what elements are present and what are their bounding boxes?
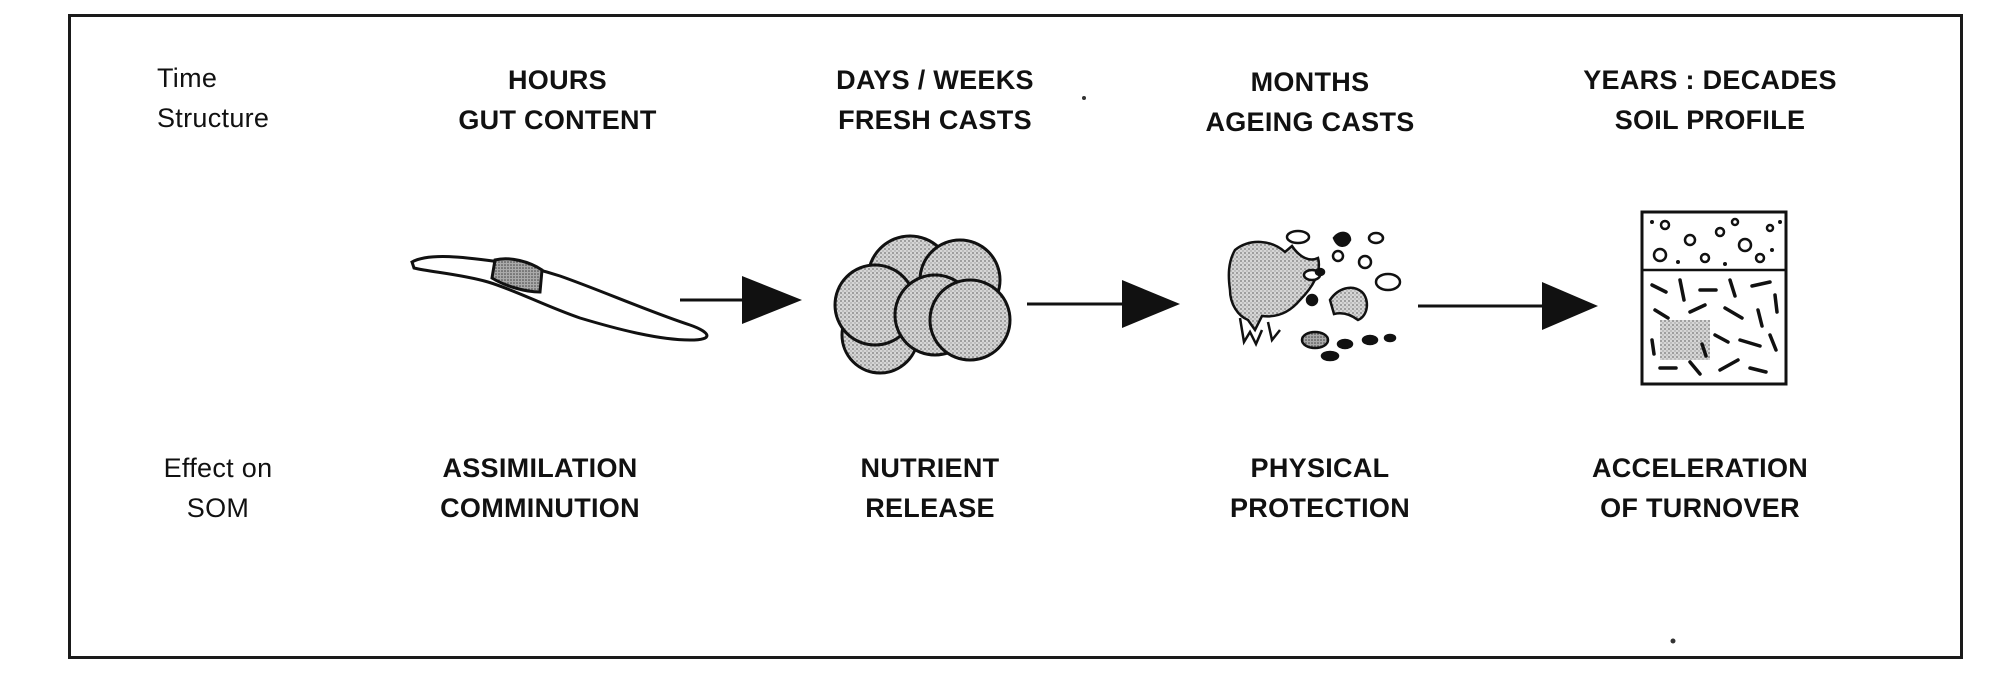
arrow-1-icon [680,276,802,324]
stage-3-effect-line1: PHYSICAL [1250,453,1390,483]
row-label-time-structure: Time Structure [157,58,269,138]
stage-1-effect-line2: COMMINUTION [440,493,640,523]
speck-dot [1082,96,1086,100]
diagram-frame [68,14,1963,659]
stage-4-effect: ACCELERATION OF TURNOVER [1570,448,1830,528]
stage-4-time: YEARS : DECADES [1583,65,1837,95]
stage-2-header: DAYS / WEEKS FRESH CASTS [815,60,1055,140]
stage-3-effect: PHYSICAL PROTECTION [1210,448,1430,528]
stage-2-effect-line1: NUTRIENT [860,453,1000,483]
stage-2-structure: FRESH CASTS [838,105,1032,135]
ageing-casts-icon [1227,229,1402,362]
arrow-2-icon [1027,280,1180,328]
stage-3-header: MONTHS AGEING CASTS [1185,62,1435,142]
stage-4-header: YEARS : DECADES SOIL PROFILE [1555,60,1865,140]
stage-4-effect-line2: OF TURNOVER [1600,493,1800,523]
stage-1-effect: ASSIMILATION COMMINUTION [420,448,660,528]
stage-1-effect-line1: ASSIMILATION [442,453,638,483]
row-label-som: SOM [186,493,250,523]
row-label-effect: Effect on SOM [158,448,278,528]
stage-3-structure: AGEING CASTS [1205,107,1415,137]
row-label-structure: Structure [157,103,270,133]
stage-3-effect-line2: PROTECTION [1229,493,1410,523]
row-label-time: Time [157,63,218,93]
stage-4-structure: SOIL PROFILE [1614,105,1806,135]
stage-1-structure: GUT CONTENT [458,105,657,135]
arrow-3-icon [1418,282,1598,330]
earthworm-icon [410,255,709,342]
stage-2-effect: NUTRIENT RELEASE [830,448,1030,528]
speck-dot [1670,638,1676,644]
soil-profile-icon [1640,210,1788,386]
stage-2-effect-line2: RELEASE [865,493,995,523]
stage-1-header: HOURS GUT CONTENT [440,60,675,140]
row-label-effect-on: Effect on [163,453,273,483]
stage-1-time: HOURS [507,65,607,95]
fresh-casts-icon [833,234,1012,375]
stage-4-effect-line1: ACCELERATION [1591,453,1809,483]
stage-2-time: DAYS / WEEKS [836,65,1034,95]
stage-3-time: MONTHS [1250,67,1370,97]
